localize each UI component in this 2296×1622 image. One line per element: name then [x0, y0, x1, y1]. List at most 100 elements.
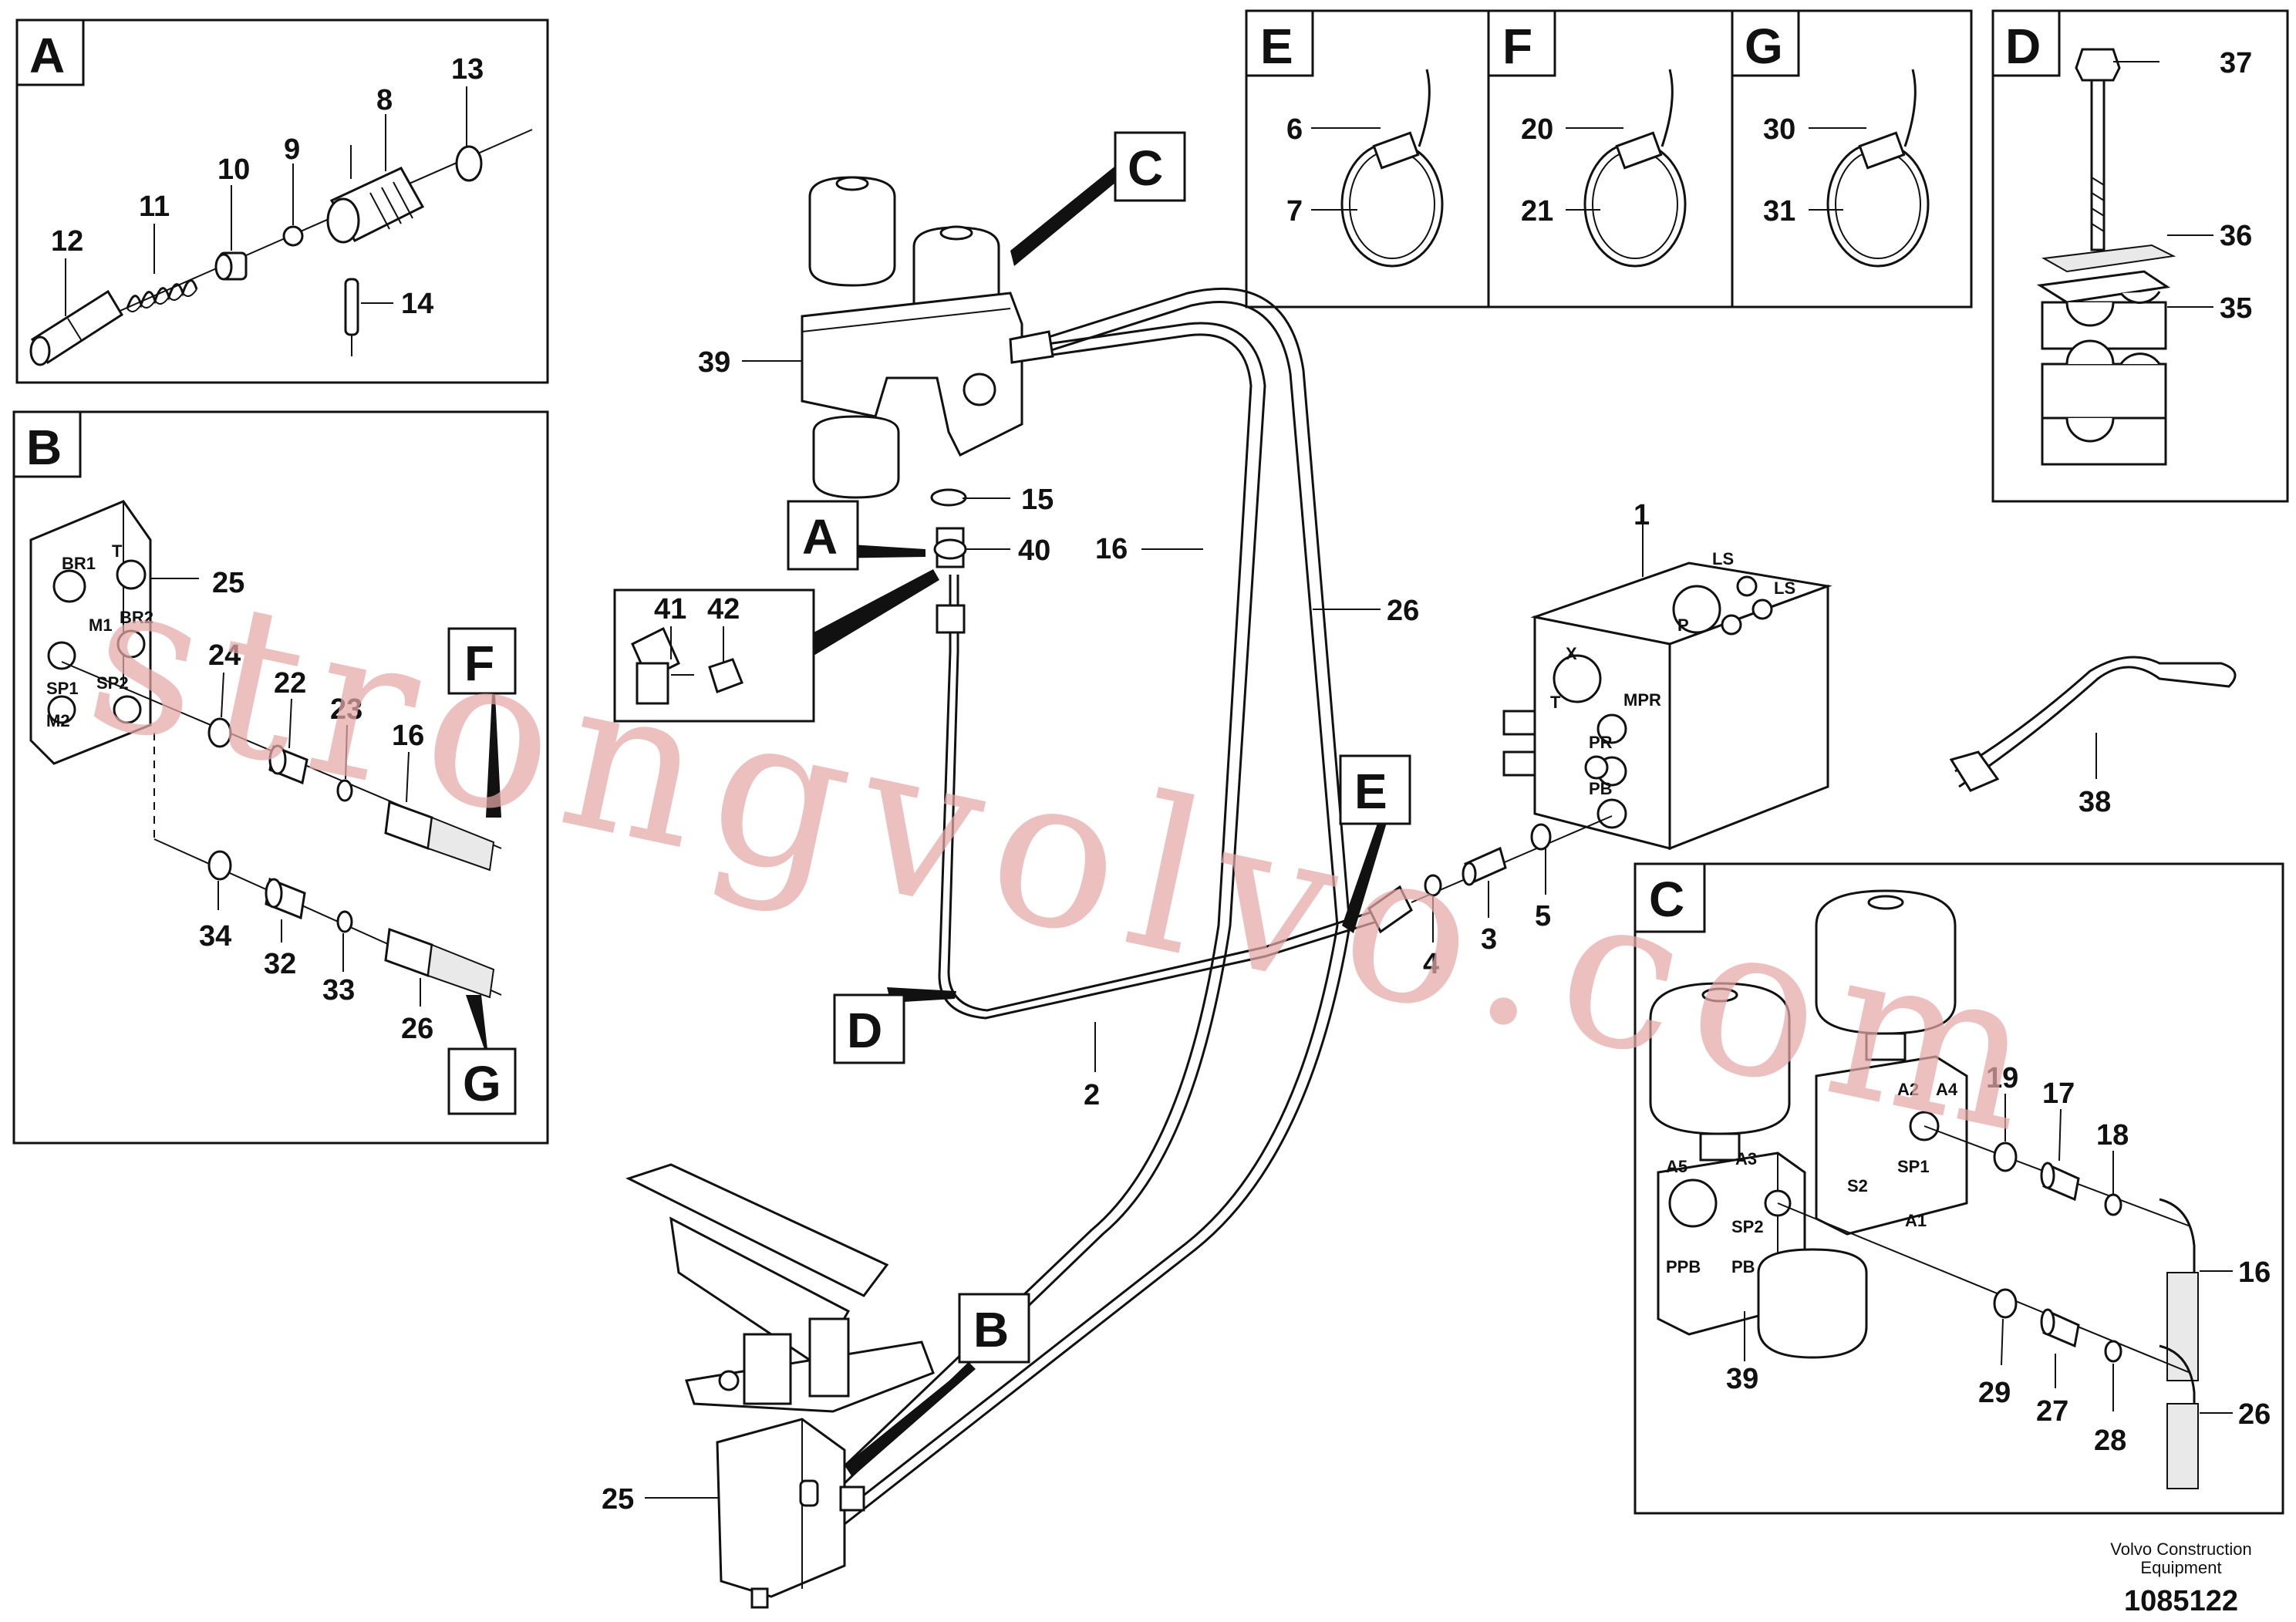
port-m2-label: M2 [46, 711, 70, 730]
label-33: 33 [322, 974, 355, 1007]
label-37: 37 [2220, 47, 2252, 79]
port-s2-label: S2 [1847, 1176, 1868, 1195]
callout-a-letter: A [802, 509, 838, 565]
label-26: 26 [401, 1013, 433, 1045]
tee-fitting-part-41 [631, 626, 694, 705]
label-26: 26 [1387, 595, 1419, 627]
panel-f-letter: F [1502, 19, 1532, 74]
hose-end-part-26 [384, 927, 495, 999]
ball-part-9 [282, 225, 304, 247]
detail-panel-a: A [15, 19, 549, 384]
label-1: 1 [1633, 499, 1650, 531]
label-23: 23 [330, 693, 362, 726]
callout-f-letter: F [464, 636, 494, 691]
label-42: 42 [707, 593, 740, 626]
adapter-part-40 [933, 527, 967, 568]
adapter-part-22 [268, 744, 308, 785]
o-ring-part-23 [336, 779, 353, 802]
port-m1-label: M1 [89, 615, 113, 635]
adapter-part-32 [265, 877, 306, 920]
valve-port-t-label: T [1550, 693, 1561, 712]
plunger-part-12 [29, 289, 124, 366]
cable-tie-icon [1340, 69, 1444, 268]
detail-panel-b: B BR1 T M1 BR2 SP1 SP2 M2 [12, 410, 549, 1145]
port-sp1-label: SP1 [46, 679, 79, 698]
label-9: 9 [284, 133, 300, 166]
adapter-part-3 [1462, 846, 1507, 886]
label-16: 16 [392, 720, 424, 752]
label-22: 22 [274, 667, 306, 700]
port-a3-label: A3 [1735, 1149, 1757, 1168]
port-t-label: T [112, 541, 123, 561]
o-ring-part-4 [1424, 874, 1442, 897]
pin-part-14 [344, 278, 359, 356]
label-13: 13 [451, 53, 484, 86]
callout-e-letter: E [1354, 764, 1387, 819]
label-15: 15 [1021, 484, 1054, 516]
company-name-line2: Equipment [2140, 1558, 2221, 1577]
hose-elbow-part-26 [2159, 1344, 2199, 1489]
panel-e-letter: E [1260, 19, 1293, 74]
label-36: 36 [2220, 220, 2252, 252]
callout-d-letter: D [847, 1003, 882, 1058]
panel-b-letter: B [26, 420, 62, 475]
o-ring-part-18 [2104, 1193, 2122, 1216]
strap-part-38 [1949, 656, 2237, 792]
port-a4-label: A4 [1936, 1080, 1958, 1099]
label-29: 29 [1978, 1377, 2011, 1409]
hose-end-part-16 [384, 800, 495, 872]
label-16: 16 [2238, 1256, 2271, 1289]
label-41: 41 [654, 593, 686, 626]
label-20: 20 [1521, 113, 1553, 146]
spring-part-11 [126, 279, 198, 312]
port-a5-label: A5 [1666, 1157, 1687, 1176]
panel-g-letter: G [1745, 19, 1783, 74]
label-18: 18 [2096, 1119, 2129, 1152]
brake-valve-body-25: BR1 T M1 BR2 SP1 SP2 M2 [29, 500, 153, 765]
port-sp2-label: SP2 [1731, 1217, 1764, 1236]
label-19: 19 [1986, 1062, 2018, 1094]
detail-panel-d: D 37 36 35 [1991, 9, 2289, 503]
label-31: 31 [1763, 195, 1795, 228]
label-10: 10 [217, 153, 250, 186]
washer-part-15 [930, 488, 967, 507]
company-name-line1: Volvo Construction [2110, 1539, 2251, 1559]
hose-elbow-part-16 [2159, 1198, 2199, 1381]
label-39: 39 [1726, 1363, 1758, 1395]
callout-c-letter: C [1128, 140, 1163, 196]
label-8: 8 [376, 84, 393, 116]
control-valve-block-1: LS LS X T MPR PR PB P [1502, 549, 1832, 851]
callout-b-letter: B [973, 1302, 1009, 1357]
o-ring-part-24 [207, 717, 232, 748]
label-3: 3 [1481, 923, 1497, 956]
accumulator-block-39 [801, 176, 1023, 499]
label-30: 30 [1763, 113, 1795, 146]
valve-port-mpr-label: MPR [1623, 690, 1661, 710]
callout-g-letter: G [463, 1056, 501, 1111]
port-sp1-label: SP1 [1897, 1157, 1930, 1176]
label-2: 2 [1084, 1079, 1100, 1111]
cable-tie-icon [1826, 69, 1930, 268]
label-12: 12 [51, 225, 83, 258]
label-35: 35 [2220, 292, 2252, 325]
document-number: 1085122 [2124, 1585, 2238, 1617]
footer-block: Volvo Construction Equipment 1085122 [2110, 1539, 2251, 1617]
label-34: 34 [199, 920, 231, 953]
bolt-part-37 [2075, 48, 2121, 251]
label-4: 4 [1423, 948, 1439, 980]
cover-plate-part-36 [2041, 244, 2176, 273]
label-32: 32 [264, 948, 296, 980]
o-ring-part-5 [1530, 823, 1552, 851]
o-ring-part-29 [1993, 1288, 2018, 1319]
o-ring-part-34 [207, 850, 232, 881]
label-39: 39 [698, 346, 730, 379]
cable-tie-icon [1583, 69, 1687, 268]
valve-port-p-label: P [1677, 615, 1689, 635]
o-ring-part-28 [2104, 1340, 2122, 1363]
nut-part-42 [708, 658, 743, 693]
valve-port-x-label: X [1566, 644, 1577, 663]
label-28: 28 [2094, 1425, 2126, 1457]
panel-a-letter: A [29, 28, 65, 83]
label-27: 27 [2036, 1395, 2068, 1428]
